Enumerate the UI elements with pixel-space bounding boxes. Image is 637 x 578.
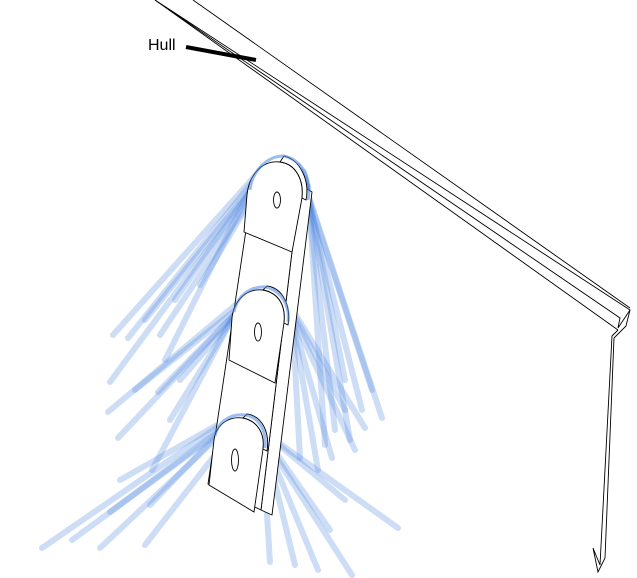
spray-edge-highlights — [213, 154, 311, 449]
bottom-lug-hole — [231, 448, 239, 472]
top-lug-hole — [273, 191, 281, 209]
middle-lug-hole — [254, 322, 262, 342]
bracket-assembly — [207, 155, 313, 516]
spray-streaks — [39, 163, 401, 578]
hull-leader-line — [185, 45, 257, 62]
hull-label: Hull — [148, 37, 176, 54]
